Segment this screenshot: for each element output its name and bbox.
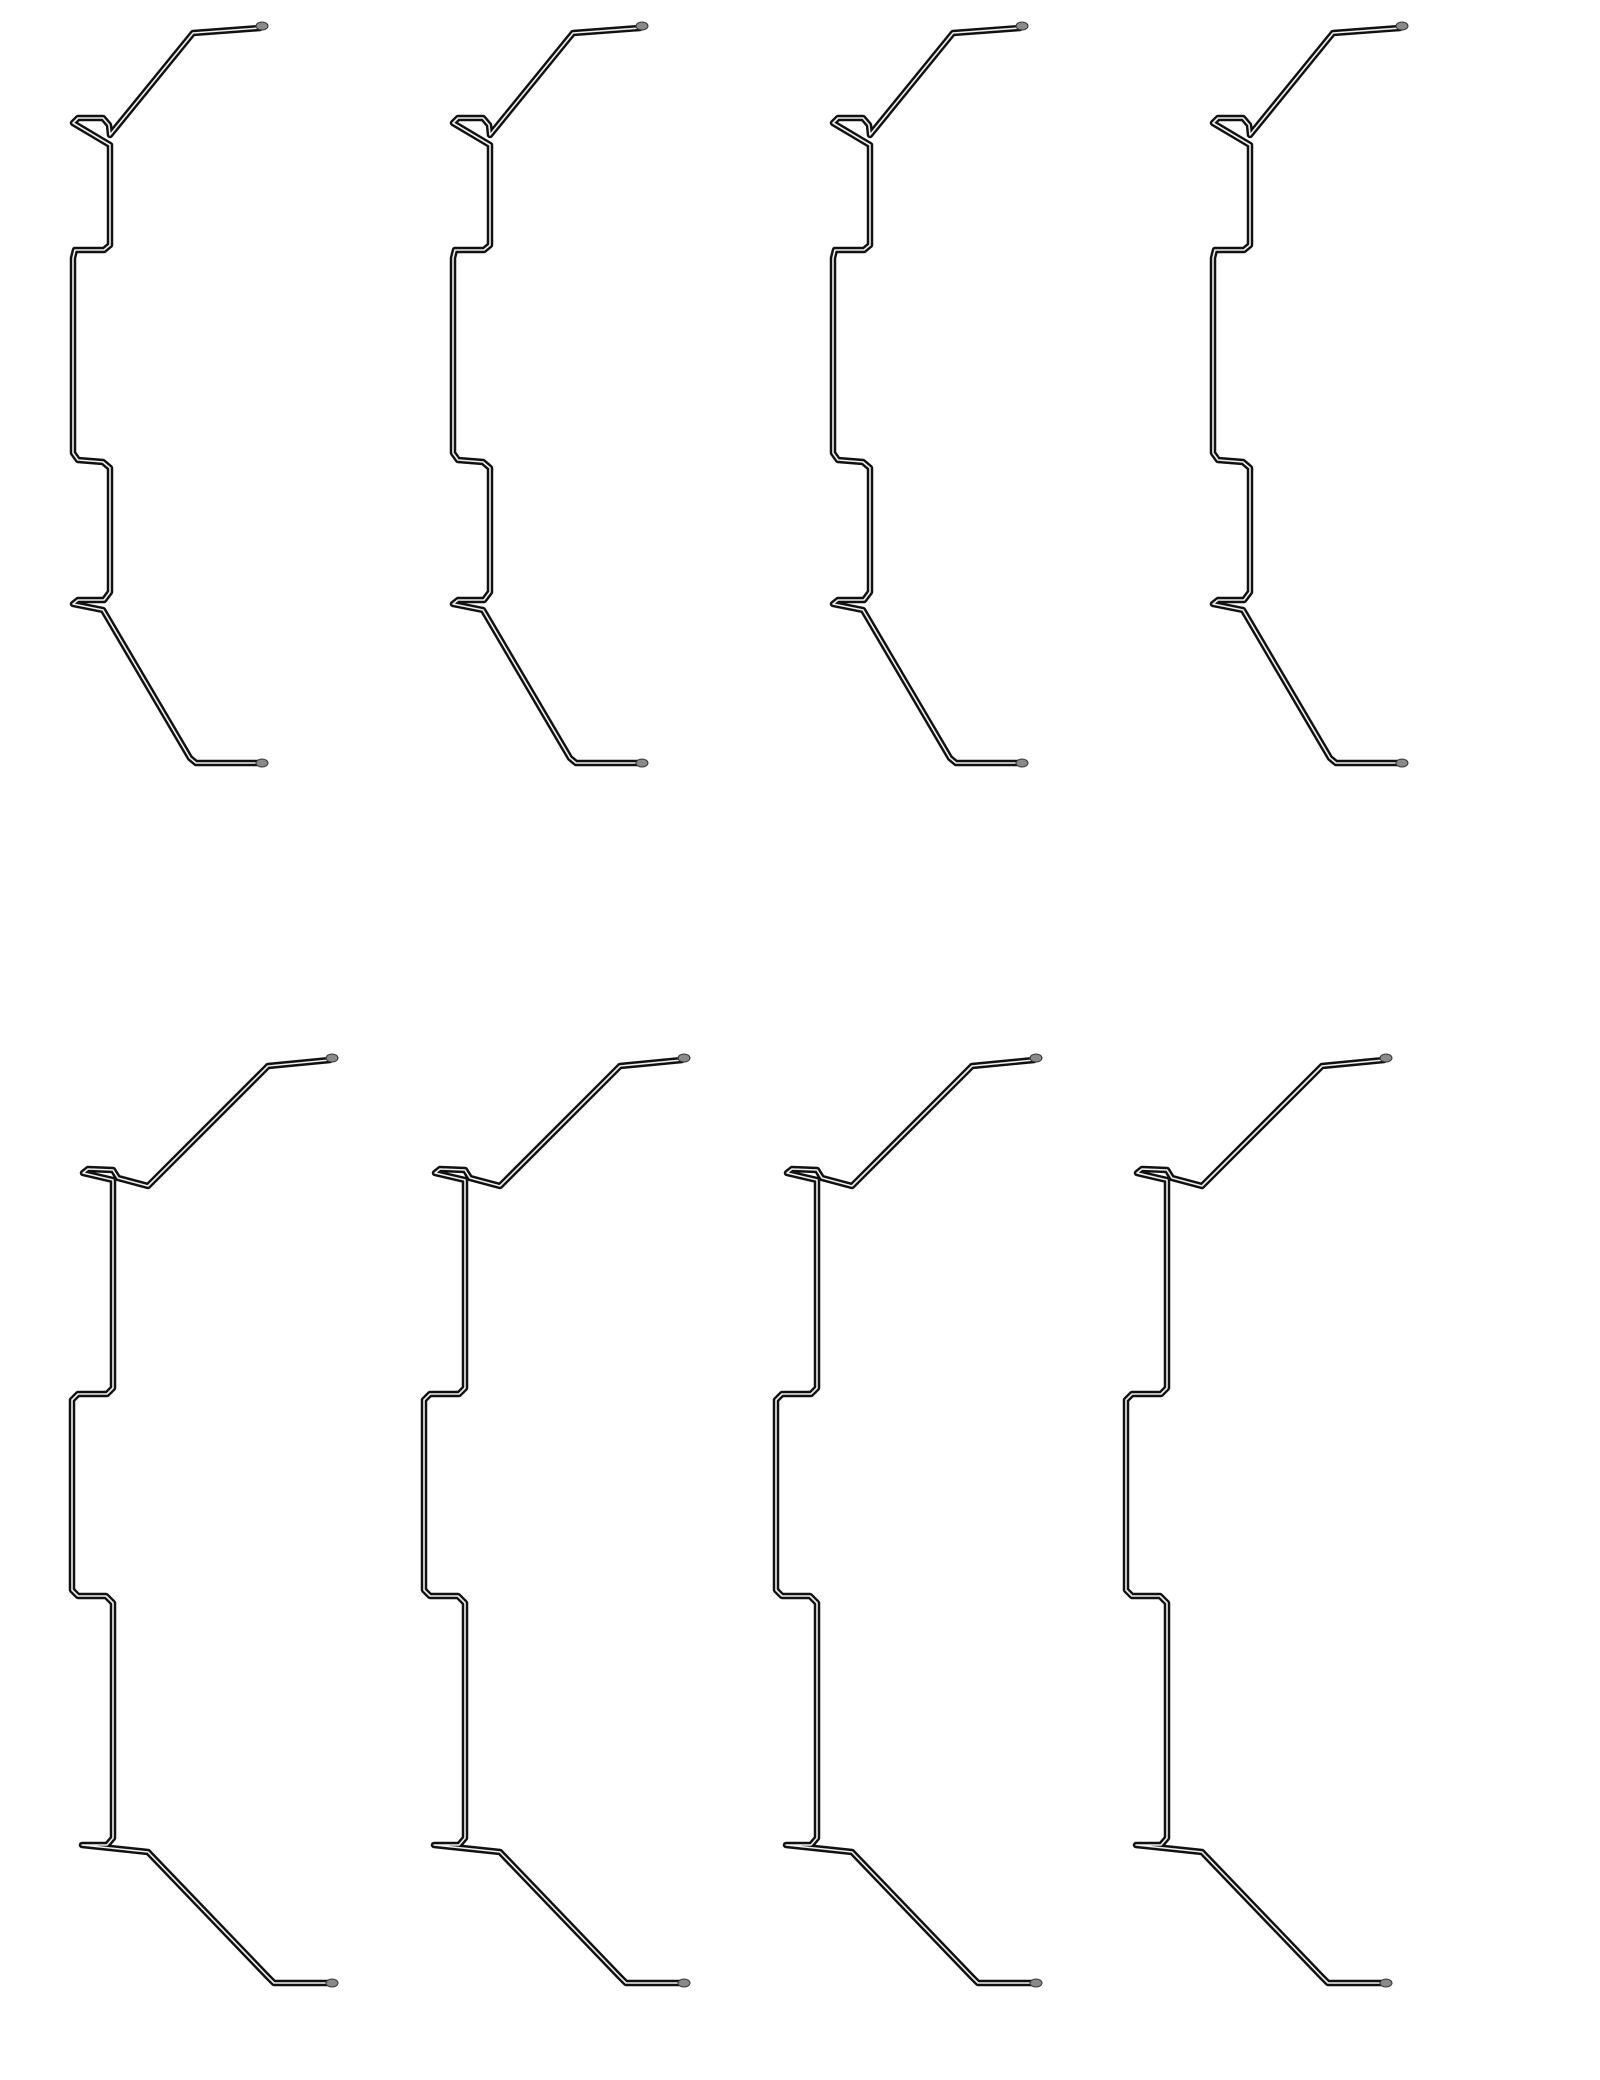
wire-highlight — [1212, 27, 1403, 764]
wire-highlight — [452, 27, 643, 764]
wire-5 — [68, 1053, 339, 1988]
wire-stroke — [772, 1056, 1040, 1987]
wire-stroke — [1122, 1056, 1390, 1987]
wire-highlight — [1125, 1059, 1387, 1984]
wire-tip-top — [635, 21, 649, 31]
wire-highlight — [423, 1059, 685, 1984]
wire-tip-top — [1015, 21, 1029, 31]
wire-stroke — [68, 1056, 336, 1987]
top-row — [69, 21, 1409, 768]
wire-tip-top — [677, 1053, 691, 1063]
wire-tip-top — [1395, 21, 1409, 31]
wire-stroke — [449, 24, 646, 767]
wire-6 — [420, 1053, 691, 1988]
wire-tip-bottom — [255, 758, 269, 768]
wire-stroke — [420, 1056, 688, 1987]
wire-4 — [1209, 21, 1409, 768]
wire-stroke — [829, 24, 1026, 767]
wire-7 — [772, 1053, 1043, 1988]
wire-2 — [449, 21, 649, 768]
wire-1 — [69, 21, 269, 768]
wire-tip-bottom — [1395, 758, 1409, 768]
wire-tip-top — [1379, 1053, 1393, 1063]
wire-tip-bottom — [677, 1978, 691, 1988]
wire-tip-top — [1029, 1053, 1043, 1063]
wire-highlight — [71, 1059, 333, 1984]
wire-tip-top — [255, 21, 269, 31]
wire-highlight — [832, 27, 1023, 764]
wire-stroke — [69, 24, 266, 767]
wire-3 — [829, 21, 1029, 768]
wire-tip-bottom — [1015, 758, 1029, 768]
wire-tip-bottom — [1379, 1978, 1393, 1988]
wire-highlight — [72, 27, 263, 764]
wire-tip-bottom — [325, 1978, 339, 1988]
wire-stroke — [1209, 24, 1406, 767]
wire-highlight — [775, 1059, 1037, 1984]
bottom-row — [68, 1053, 1393, 1988]
wire-tip-bottom — [1029, 1978, 1043, 1988]
wire-8 — [1122, 1053, 1393, 1988]
wire-tip-top — [325, 1053, 339, 1063]
wire-tip-bottom — [635, 758, 649, 768]
